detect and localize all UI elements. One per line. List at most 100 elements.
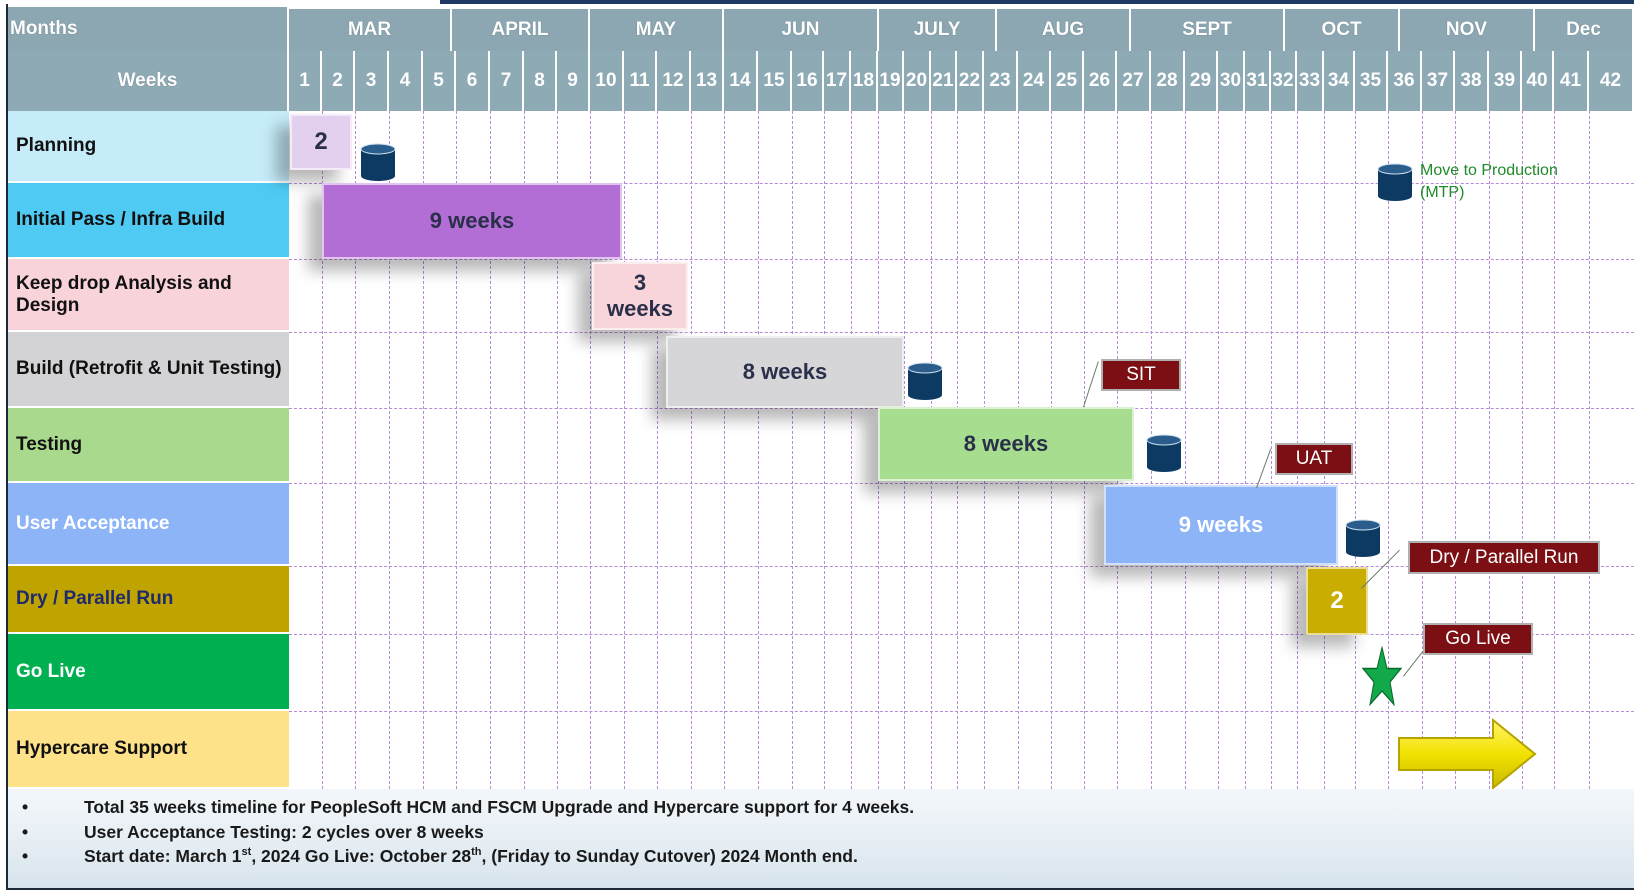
week-header: 8 <box>524 51 557 111</box>
week-header: 18 <box>851 51 878 111</box>
top-border <box>440 0 1634 4</box>
grid-horizontal-line <box>289 483 1634 484</box>
week-header: 29 <box>1185 51 1218 111</box>
grid-vertical-line <box>624 111 625 789</box>
week-header: 1 <box>289 51 322 111</box>
dry-run-callout: Dry / Parallel Run <box>1408 541 1600 574</box>
grid-vertical-line <box>1554 111 1555 789</box>
week-header: 7 <box>490 51 524 111</box>
slide-frame <box>6 4 1634 890</box>
grid-vertical-line <box>490 111 491 789</box>
week-header: 30 <box>1218 51 1245 111</box>
week-header: 23 <box>984 51 1018 111</box>
week-header: 41 <box>1554 51 1589 111</box>
week-header: 24 <box>1018 51 1051 111</box>
phase-label: Build (Retrofit & Unit Testing) <box>8 332 289 408</box>
note-text: Total 35 weeks timeline for PeopleSoft H… <box>84 797 915 817</box>
note-text-part: Start date: March 1 <box>84 846 242 866</box>
bar-testing: 8 weeks <box>878 407 1134 481</box>
grid-vertical-line <box>851 111 852 789</box>
phase-label: User Acceptance <box>8 483 289 566</box>
bar-dry-parallel-run: 2 <box>1306 567 1368 635</box>
grid-vertical-line <box>1271 111 1272 789</box>
note-superscript: st <box>241 846 252 859</box>
database-icon <box>360 143 396 181</box>
grid-vertical-line <box>590 111 591 789</box>
week-header: 9 <box>557 51 590 111</box>
phase-label: Go Live <box>8 634 289 711</box>
month-header: JUN <box>724 7 879 51</box>
mtp-legend-label: Move to Production (MTP) <box>1420 162 1558 201</box>
bullet-icon: • <box>22 846 29 866</box>
week-header: 15 <box>758 51 792 111</box>
week-header: 25 <box>1051 51 1084 111</box>
week-header: 28 <box>1151 51 1185 111</box>
grid-vertical-line <box>389 111 390 789</box>
week-header: 38 <box>1455 51 1489 111</box>
grid-vertical-line <box>1245 111 1246 789</box>
grid-vertical-line <box>1388 111 1389 789</box>
bar-build: 8 weeks <box>666 336 904 408</box>
bar-user-acceptance: 9 weeks <box>1104 485 1338 565</box>
grid-vertical-line <box>557 111 558 789</box>
week-header: 10 <box>590 51 624 111</box>
grid-vertical-line <box>724 111 725 789</box>
grid-horizontal-line <box>289 711 1634 712</box>
go-live-callout: Go Live <box>1423 623 1533 655</box>
grid-vertical-line <box>792 111 793 789</box>
note-text: Start date: March 1st, 2024 Go Live: Oct… <box>84 846 858 867</box>
grid-vertical-line <box>1589 111 1590 789</box>
note-text: User Acceptance Testing: 2 cycles over 8… <box>84 822 484 842</box>
grid-horizontal-line <box>289 183 1634 184</box>
phase-label: Initial Pass / Infra Build <box>8 183 289 259</box>
grid-horizontal-line <box>289 566 1634 567</box>
uat-callout: UAT <box>1275 443 1353 475</box>
grid-vertical-line <box>1355 111 1356 789</box>
month-header: AUG <box>997 7 1131 51</box>
grid-vertical-line <box>1422 111 1423 789</box>
week-header: 11 <box>624 51 657 111</box>
arrow-right-icon <box>1398 718 1537 790</box>
week-header: 4 <box>389 51 423 111</box>
phase-label: Planning <box>8 111 289 183</box>
bar-keep-drop-analysis: 3 weeks <box>592 262 688 330</box>
month-header: JULY <box>879 7 997 51</box>
week-header: 14 <box>724 51 758 111</box>
bullet-icon: • <box>22 822 29 842</box>
grid-horizontal-line <box>289 634 1634 635</box>
database-icon <box>1377 163 1413 201</box>
grid-vertical-line <box>355 111 356 789</box>
grid-vertical-line <box>691 111 692 789</box>
week-header: 3 <box>355 51 389 111</box>
grid-vertical-line <box>322 111 323 789</box>
week-header: 17 <box>824 51 851 111</box>
bar-initial-pass: 9 weeks <box>322 183 622 259</box>
week-header: 40 <box>1522 51 1554 111</box>
week-header: 35 <box>1355 51 1388 111</box>
month-header: Dec <box>1535 7 1634 51</box>
grid-vertical-line <box>1522 111 1523 789</box>
months-header-label: Months <box>8 7 289 51</box>
week-header: 39 <box>1489 51 1522 111</box>
month-header: OCT <box>1285 7 1400 51</box>
month-header: APRIL <box>452 7 590 51</box>
phase-label: Dry / Parallel Run <box>8 566 289 634</box>
week-header: 34 <box>1324 51 1355 111</box>
week-header: 22 <box>957 51 984 111</box>
phase-label: Keep drop Analysis and Design <box>8 259 289 332</box>
grid-vertical-line <box>423 111 424 789</box>
database-icon <box>1146 434 1182 472</box>
star-icon <box>1362 646 1402 706</box>
database-icon <box>1345 519 1381 557</box>
week-header: 5 <box>423 51 456 111</box>
grid-vertical-line <box>1489 111 1490 789</box>
week-header: 20 <box>904 51 931 111</box>
grid-horizontal-line <box>289 259 1634 260</box>
grid-vertical-line <box>456 111 457 789</box>
week-header: 6 <box>456 51 490 111</box>
database-icon <box>907 362 943 400</box>
note-text-part: , (Friday to Sunday Cutover) 2024 Month … <box>481 846 858 866</box>
notes-panel: • Total 35 weeks timeline for PeopleSoft … <box>8 789 1634 888</box>
grid-vertical-line <box>758 111 759 789</box>
week-header: 19 <box>878 51 904 111</box>
